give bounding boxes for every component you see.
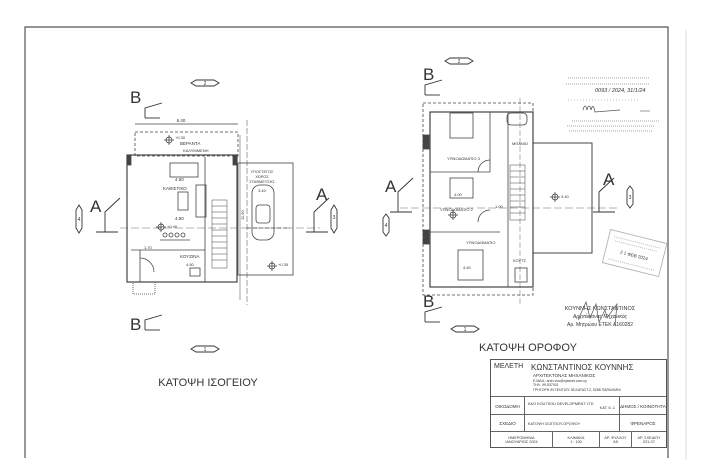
dim-bed1: 4.40: [463, 265, 472, 270]
building-label: ΟΙΚΟΔΟΜΗ: [491, 397, 525, 415]
building-name: K&O KOUTSOU DEVELOPMENT LTD: [528, 402, 594, 406]
section-letter-b-top: B: [130, 88, 141, 107]
level-living: +0.40: [167, 224, 178, 229]
facade-number-4: 4: [78, 217, 81, 223]
room-label-bed3: ΥΠΝΟΔΩΜΑΤΙΟ 3: [447, 156, 481, 161]
section-letter-a-right-upper: A: [603, 170, 615, 189]
dim-living-w: 4.50: [175, 177, 184, 182]
dim-car: 3.40: [258, 188, 267, 193]
approval-handwritten: 0093 / 2024, 31/1/24: [595, 88, 645, 94]
sheet-value: Α5: [613, 440, 618, 444]
section-letter-b-bottom-upper: B: [423, 292, 434, 311]
sheet-frame: [24, 26, 669, 458]
signature-reg: Αρ. Μητρώου ΕΤΕΚ A160282: [567, 321, 633, 328]
facade-number-2: 2: [204, 81, 207, 87]
architect-name: ΚΩΝΣΤΑΝΤΙΝΟΣ ΚΟΥΝΝΗΣ: [531, 363, 634, 372]
room-label-bath: ΜΠΑΝΙΟ: [512, 141, 528, 146]
room-label-bed2: ΥΠΝΟΔΩΜΑΤΙΟ 2: [440, 207, 474, 212]
title-block: ΜΕΛΕΤΗ ΚΩΝΣΤΑΝΤΙΝΟΣ ΚΟΥΝΝΗΣ ΑΡΧΙΤΕΚΤΟΝΑΣ…: [490, 359, 667, 448]
scale-value: 1 : 100: [570, 440, 582, 444]
municipality-label: ΔΗΜΟΣ / ΚΟΙΝΟΤΗΤΑ: [620, 403, 666, 409]
room-label-parking-3: ΣΤΑΘΜΕΥΣΗΣ: [249, 180, 275, 184]
study-label: ΜΕΛΕΤΗ: [494, 363, 524, 370]
dim-terrace: 3.40: [561, 194, 570, 199]
municipality-name: ΦΡΕΝΑΡΟΣ: [630, 421, 656, 426]
signature-mark: [577, 300, 618, 327]
upper-floor-title: ΚΑΤΟΨΗ ΟΡΟΦΟΥ: [479, 342, 578, 354]
upper-floor-plan: [400, 98, 620, 305]
dim-width: 6.40: [177, 118, 186, 123]
room-label-bed1: ΥΠΝΟΔΩΜΑΤΙΟ: [466, 240, 496, 245]
dim-living-w2: 4.50: [175, 216, 184, 221]
dim-depth: 11.90: [240, 210, 245, 220]
section-letter-b-bottom: B: [130, 315, 141, 334]
sheet-label: ΑΡ. ΦΥΛΛΟΥ: [604, 436, 627, 440]
approval-stamp: [566, 77, 660, 132]
date-label: ΗΜΕΡΟΜΗΝΙΑ: [508, 436, 535, 440]
room-label-parking-2: ΧΩΡΟΣ: [255, 175, 269, 179]
room-label-veranda: ΒΕΡΑΝΤΑ: [180, 141, 200, 146]
architect-profession: ΑΡΧΙΤΕΚΤΟΝΑΣ ΜΗΧΑΝΙΚΟΣ: [533, 373, 596, 378]
facade-number-3-upper: 3: [629, 195, 632, 201]
facade-number-2-upper: 2: [458, 59, 461, 65]
room-label-living: ΚΑΘΙΣΤΙΚΟ: [163, 186, 187, 191]
drawing-label: ΣΧΕΔΙΟ: [491, 415, 525, 432]
facade-number-1-upper: 1: [464, 327, 467, 333]
level-markers-ground: [156, 135, 277, 271]
facade-number-3: 3: [333, 215, 336, 221]
level-veranda: +0.30: [175, 135, 186, 140]
dim-bed2: 4.00: [454, 192, 463, 197]
section-letter-a-left-upper: A: [385, 177, 397, 196]
room-label-wc: ΚΟΥΤΣ: [513, 258, 527, 263]
date-stamp: 2 1 ΦΕΒ 2024: [601, 229, 668, 278]
section-markers-ground: [75, 79, 338, 353]
ground-floor-title: ΚΑΤΟΨΗ ΙΣΟΓΕΙΟΥ: [158, 377, 258, 389]
drawing-no-label: ΑΡ. ΣΧΕΔΙΟΥ: [637, 436, 661, 440]
dim-corridor: 1.00: [495, 204, 504, 209]
architect-email: E-MAIL: arch-cvu@cytanet.com.cy: [533, 379, 587, 383]
level-markers-upper: [448, 192, 560, 220]
level-parking: +0.35: [278, 262, 289, 267]
ground-floor-plan: [120, 120, 320, 305]
signature-name: ΚΟΥΝΝΗΣ ΚΩΝΣΤΑΝΤΙΝΟΣ: [565, 306, 636, 312]
architect-address: ΓΡΗΓΟΡΗ ΑΥΞΕΝΤΙΟΥ 28,ΚΑΤΑΣΤ.2, 5288 ΠΑΡΑ…: [533, 388, 621, 392]
drawing-no-value: 021-07: [643, 440, 655, 444]
section-markers-upper: [382, 57, 634, 333]
facade-number-1: 1: [204, 347, 207, 353]
building-category: ΚΑΤ. 6 -1: [599, 406, 615, 410]
scale-label: ΚΛΙΜΑΚΑ: [567, 436, 585, 440]
architect-phone: ΤΗΛ. 99-537001: [533, 383, 559, 387]
date-stamp-text: 2 1 ΦΕΒ 2024: [620, 250, 649, 262]
signature-title: Αρχιτέκτονας Μηχανικός: [572, 313, 628, 320]
room-label-covered: ΚΑΛΥΜΜΕΝΗ: [183, 148, 209, 153]
facade-number-4-upper: 4: [385, 223, 388, 229]
section-letter-a-left: A: [90, 197, 102, 216]
drawing-name: ΚΑΤΟΨΗ ΙΣΟΓΕΙΟΥ-ΟΡΟΦΟΥ: [525, 415, 620, 432]
dim-kitchen-w: 4.50: [186, 262, 195, 267]
section-letter-b-top-upper: B: [423, 65, 434, 84]
room-label-parking-1: ΥΠΟΣΤΕΓΟΣ: [251, 170, 274, 174]
room-label-kitchen: ΚΟΥΖΙΝΑ: [180, 254, 199, 259]
section-letter-a-right: A: [316, 185, 328, 204]
dim-wc: 1.70: [144, 245, 153, 250]
date-value: ΙΑΝΟΥΑΡΙΟΣ 2024: [505, 440, 538, 444]
